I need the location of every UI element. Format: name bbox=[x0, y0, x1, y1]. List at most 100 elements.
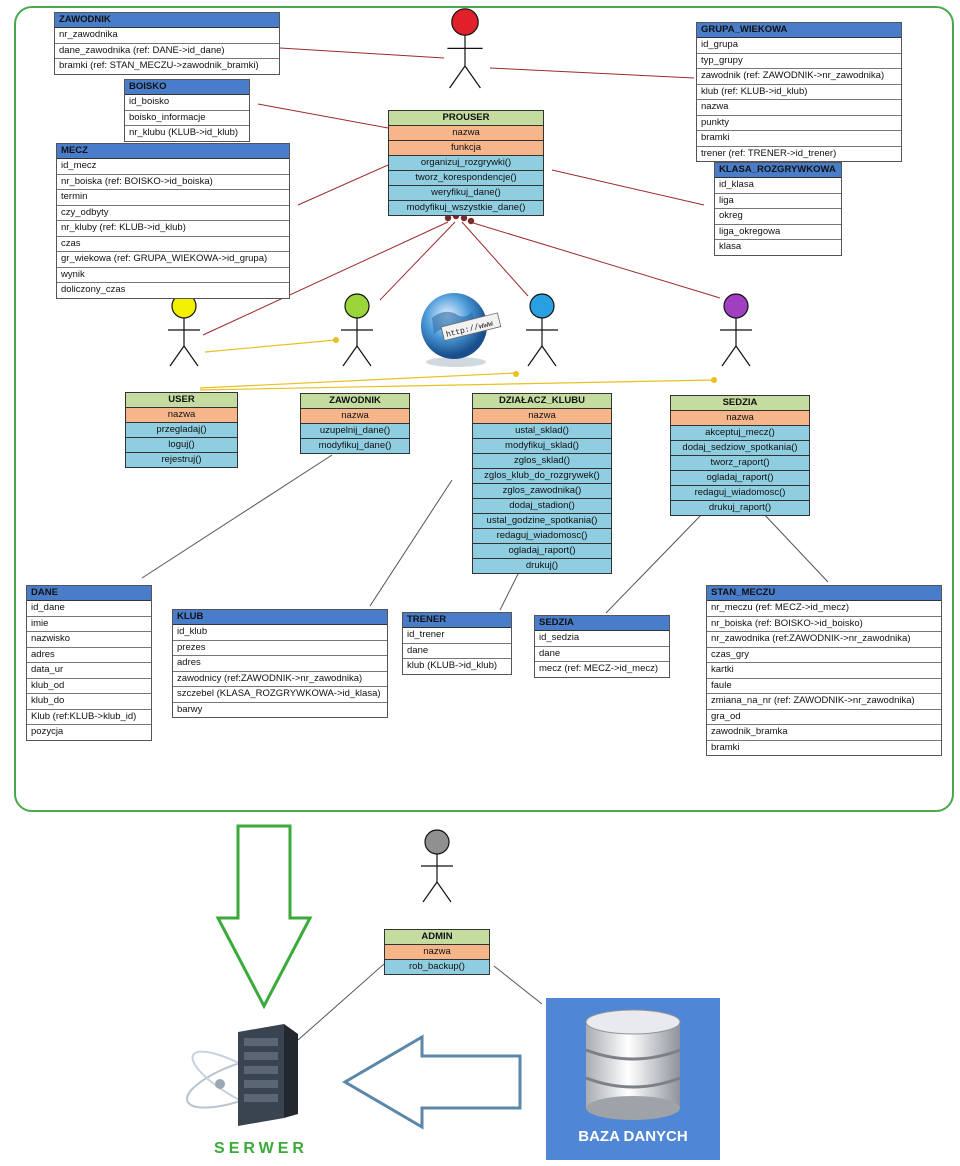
table-title: KLUB bbox=[173, 610, 387, 625]
class-method: redaguj_wiadomosc() bbox=[671, 486, 809, 501]
class-title: ZAWODNIK bbox=[301, 394, 409, 409]
table-field: pozycja bbox=[31, 726, 64, 737]
table-field: klub_do bbox=[27, 694, 151, 710]
actor-limb bbox=[541, 345, 557, 367]
class-method: redaguj_wiadomosc() bbox=[473, 529, 611, 544]
table-field: klasa bbox=[719, 241, 742, 252]
actor-limb bbox=[449, 65, 466, 89]
table-field: doliczony_czas bbox=[61, 284, 126, 295]
table-field: kartki bbox=[707, 663, 941, 679]
table-field: id_sedzia bbox=[535, 631, 669, 647]
actor-dzialacz bbox=[526, 293, 558, 367]
connector-prouser-user bbox=[202, 221, 449, 336]
class-attribute: nazwa bbox=[389, 126, 543, 141]
connector-boisko-prouser bbox=[257, 103, 389, 129]
table-field: zmiana_na_nr (ref: ZAWODNIK->nr_zawodnik… bbox=[707, 694, 941, 710]
class-attribute: funkcja bbox=[389, 141, 543, 156]
table-field: nr_boiska (ref: BOISKO->id_boisko) bbox=[707, 617, 941, 632]
table-title: MECZ bbox=[57, 144, 289, 159]
class-attribute: nazwa bbox=[301, 409, 409, 424]
table-field: wynik bbox=[57, 268, 289, 283]
class-method: uzupelnij_dane() bbox=[301, 424, 409, 439]
class-method: ogladaj_raport() bbox=[671, 471, 809, 486]
class-method: ustal_sklad() bbox=[473, 424, 611, 439]
table-field: gra_od bbox=[707, 710, 941, 725]
class-method: zglos_klub_do_rozgrywek() bbox=[473, 469, 611, 484]
class-method: drukuj_raport() bbox=[671, 501, 809, 515]
table-field: liga bbox=[715, 194, 841, 209]
class-method: drukuj() bbox=[473, 559, 611, 573]
connector-klasa-prouser bbox=[551, 169, 705, 206]
left-arrow-icon bbox=[342, 1034, 522, 1130]
actor-limb bbox=[169, 345, 185, 367]
table-field: dane bbox=[403, 644, 511, 659]
table-title: STAN_MECZU bbox=[707, 586, 941, 601]
aggregation-dot-1 bbox=[444, 214, 452, 222]
actor-head bbox=[424, 829, 450, 855]
class-method: rejestruj() bbox=[126, 453, 237, 467]
actor-limb bbox=[735, 345, 751, 367]
table-field: czas_gry bbox=[707, 648, 941, 663]
class-method: organizuj_rozgrywki() bbox=[389, 156, 543, 171]
class-method: modyfikuj_sklad() bbox=[473, 439, 611, 454]
table-field: zawodnicy (ref:ZAWODNIK->nr_zawodnika) bbox=[173, 672, 387, 687]
actor-user bbox=[168, 293, 200, 367]
generalization-dot-sedzia bbox=[711, 377, 717, 383]
table-field: prezes bbox=[173, 641, 387, 656]
table-field: id_dane bbox=[27, 601, 151, 617]
connector-sedzia-sedziatable bbox=[605, 511, 705, 614]
table-field: czas bbox=[57, 237, 289, 252]
generalization-dot-dzialacz bbox=[513, 371, 519, 377]
actor-limb bbox=[422, 881, 438, 903]
table-field: id_klasa bbox=[715, 178, 841, 194]
class-method: zglos_zawodnika() bbox=[473, 484, 611, 499]
connector-zawodnik-klub bbox=[369, 479, 453, 607]
table-field: typ_grupy bbox=[697, 54, 901, 69]
class-method: tworz_korespondencje() bbox=[389, 171, 543, 186]
class-method: weryfikuj_dane() bbox=[389, 186, 543, 201]
class-title: ADMIN bbox=[385, 930, 489, 945]
class-attribute: nazwa bbox=[671, 411, 809, 426]
table-field: id_mecz bbox=[57, 159, 289, 175]
table-field: bramki bbox=[711, 741, 740, 753]
class-method: dodaj_sedziow_spotkania() bbox=[671, 441, 809, 456]
class-title: USER bbox=[126, 393, 237, 408]
database-icon bbox=[585, 1009, 681, 1120]
table-title: ZAWODNIK bbox=[55, 13, 279, 28]
table-field: zawodnik (ref: ZAWODNIK->nr_zawodnika) bbox=[697, 69, 901, 85]
class-title: SEDZIA bbox=[671, 396, 809, 411]
table-title: TRENER bbox=[403, 613, 511, 628]
table-field: szczebel (KLASA_ROZGRYWKOWA->id_klasa) bbox=[173, 687, 387, 703]
class-method: modyfikuj_wszystkie_dane() bbox=[389, 201, 543, 215]
aggregation-dot-3 bbox=[460, 214, 468, 222]
table-field: barwy bbox=[177, 703, 203, 715]
table-field: punkty bbox=[697, 116, 901, 131]
table-field: data_ur bbox=[27, 663, 151, 679]
aggregation-dot-4 bbox=[467, 217, 475, 225]
table-field: id_grupa bbox=[697, 38, 901, 54]
connector-prouser-sedzia bbox=[469, 221, 721, 299]
actor-admin bbox=[421, 829, 453, 903]
generalization-user-zawodnik bbox=[204, 339, 337, 353]
server-icon bbox=[186, 1024, 298, 1126]
table-field: adres bbox=[27, 648, 151, 663]
generalization-user-dzialacz bbox=[199, 372, 517, 389]
database-label: BAZA DANYCH bbox=[578, 1128, 688, 1145]
actor-limb bbox=[464, 65, 481, 89]
table-field: id_boisko bbox=[125, 95, 249, 111]
table-field: dane bbox=[535, 647, 669, 662]
table-field: nazwisko bbox=[27, 632, 151, 648]
table-field: imie bbox=[27, 617, 151, 632]
class-method: tworz_raport() bbox=[671, 456, 809, 471]
actor-zawodnik bbox=[341, 293, 373, 367]
connector-prouser-zawodnik bbox=[379, 221, 456, 301]
actor-head bbox=[451, 8, 479, 36]
class-attribute: nazwa bbox=[126, 408, 237, 423]
